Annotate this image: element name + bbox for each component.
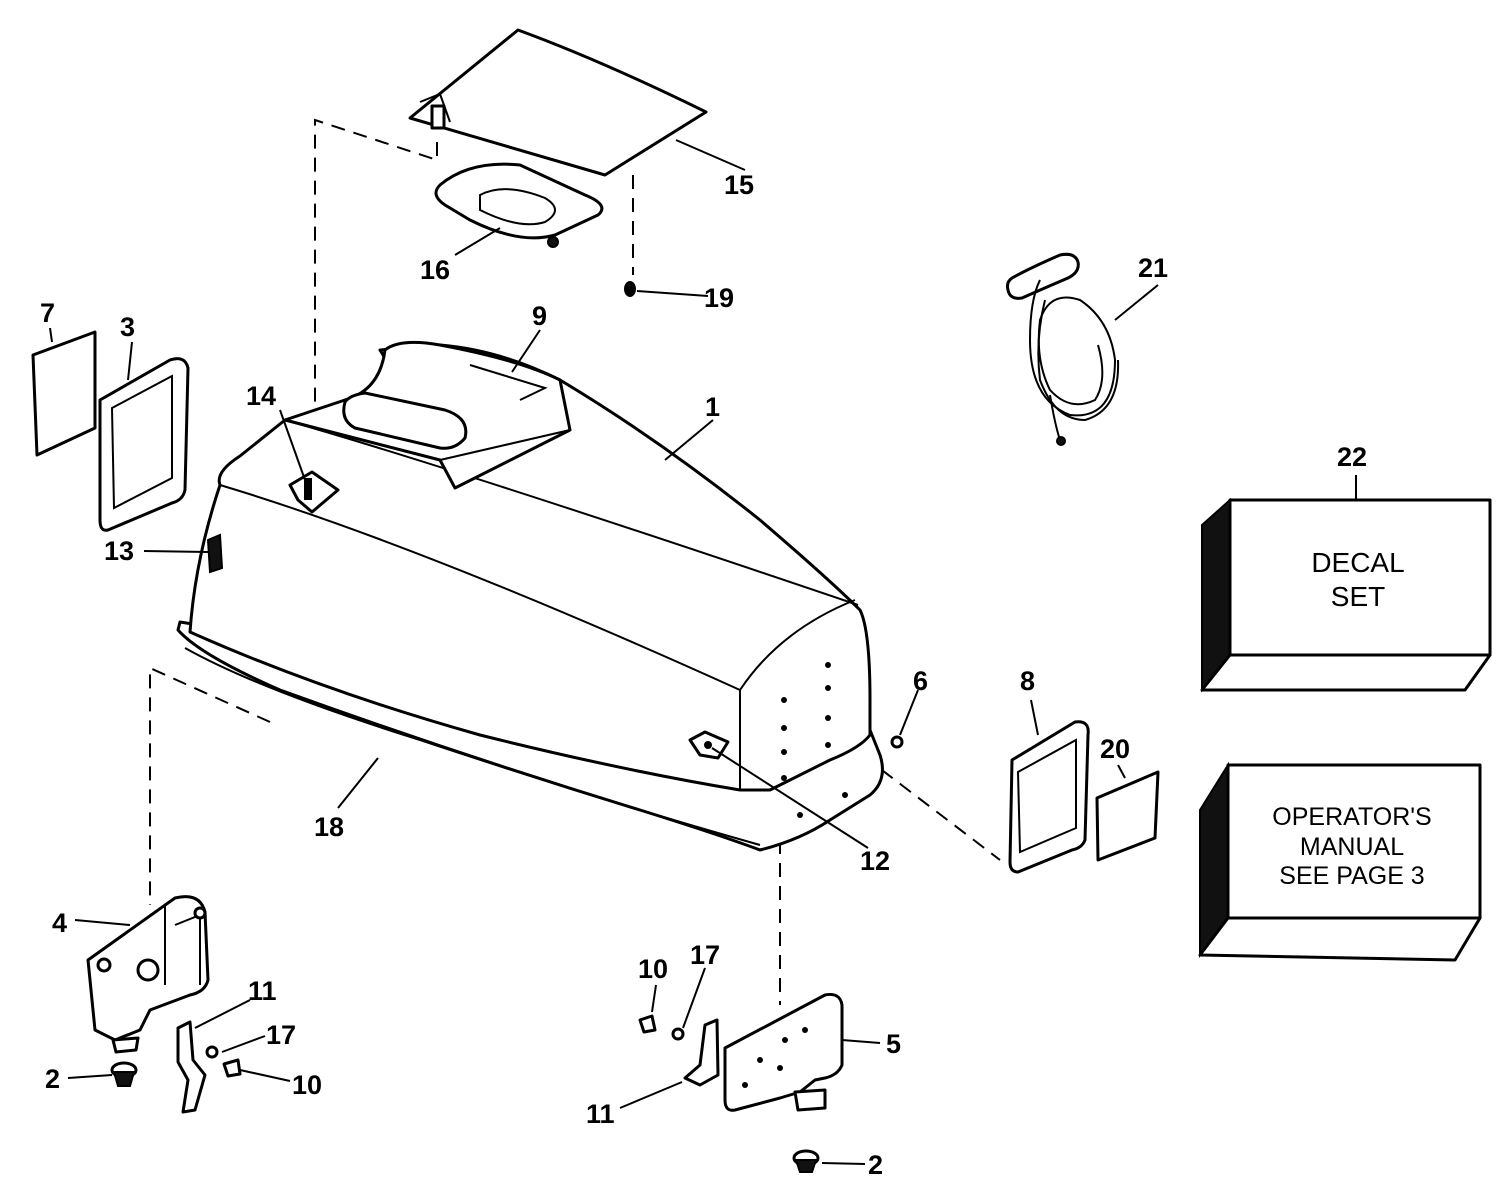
callout-20: 20: [1100, 734, 1130, 764]
decal-box-line2: SET: [1331, 581, 1385, 612]
part-17-left-washer: [205, 1045, 219, 1059]
callout-14: 14: [246, 381, 276, 411]
callout-1: 1: [705, 392, 720, 422]
callout-21: 21: [1138, 253, 1168, 283]
part-20-decal: [1095, 770, 1160, 862]
part-10-left-screw: [222, 1058, 242, 1078]
callout-4: 4: [52, 908, 67, 938]
callout-11-right: 11: [586, 1099, 615, 1129]
part-4-left-bracket: [86, 895, 210, 1054]
callout-17-right: 17: [690, 940, 720, 970]
part-6-screw: [890, 735, 904, 749]
manual-box-line1: OPERATOR'S: [1272, 803, 1431, 831]
callout-18: 18: [314, 812, 344, 842]
part-15-top-lid: [408, 28, 708, 177]
callout-10-left: 10: [292, 1070, 322, 1100]
alignment-dashed-lines: [149, 118, 1001, 1005]
part-19-screw: [624, 281, 636, 297]
part-21-starter-cord: [1006, 252, 1120, 446]
callout-8: 8: [1020, 666, 1035, 696]
part-11-right-strap: [683, 1018, 720, 1087]
callout-11-left: 11: [248, 976, 277, 1006]
part-2-right-grommet: [792, 1149, 820, 1173]
callout-12: 12: [860, 846, 890, 876]
leader-lines: [49, 139, 1357, 1165]
callout-17-left: 17: [266, 1020, 296, 1050]
callout-6: 6: [913, 666, 928, 696]
callout-22: 22: [1337, 442, 1367, 472]
part-17-right-washer: [671, 1027, 685, 1041]
manual-box-line2: MANUAL: [1300, 833, 1404, 861]
part-8-rear-grille: [1008, 720, 1090, 874]
callout-5: 5: [886, 1029, 901, 1059]
operators-manual-box: OPERATOR'S MANUAL SEE PAGE 3: [1198, 761, 1482, 962]
part-2-left-grommet: [110, 1061, 138, 1087]
callout-7: 7: [40, 298, 55, 328]
part-10-right-screw: [638, 1014, 657, 1034]
callout-15: 15: [724, 170, 754, 200]
part-22-decal-set-box: DECAL SET: [1200, 497, 1492, 693]
manual-box-line3: SEE PAGE 3: [1279, 862, 1424, 890]
callout-13: 13: [104, 536, 134, 566]
callout-19: 19: [704, 283, 734, 313]
part-1-motor-cover: [176, 340, 884, 852]
callout-3: 3: [120, 312, 135, 342]
callout-10-right: 10: [638, 954, 668, 984]
callout-labels: 15 16 19 21 7 3 9 14 1 22 13 6 8 20 18 1…: [40, 170, 1367, 1180]
callout-2-left: 2: [45, 1064, 60, 1094]
callout-9: 9: [532, 301, 547, 331]
part-11-left-strap: [176, 1020, 207, 1114]
part-5-right-bracket: [723, 993, 844, 1112]
part-7-decal: [31, 330, 97, 457]
callout-2-right: 2: [868, 1150, 883, 1180]
part-16-adapter-ring: [434, 162, 604, 248]
callout-16: 16: [420, 255, 450, 285]
part-3-grille-frame: [98, 357, 190, 532]
decal-box-line1: DECAL: [1311, 547, 1404, 578]
